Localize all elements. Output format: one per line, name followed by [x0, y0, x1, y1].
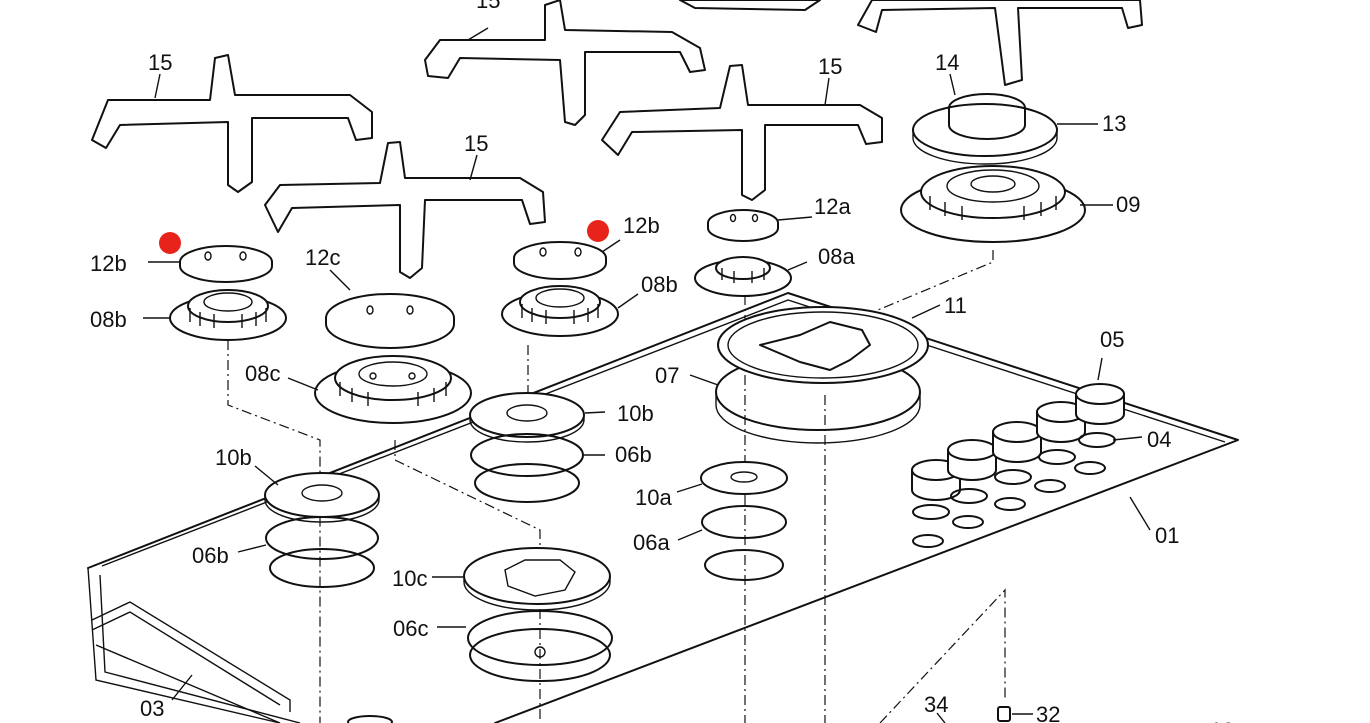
label-03: 03	[140, 696, 164, 721]
knob	[947, 439, 997, 481]
label-12b-center-right: 12b	[623, 213, 660, 238]
label-32: 32	[1036, 702, 1060, 723]
label-12c: 12c	[305, 245, 340, 270]
label-07: 07	[655, 363, 679, 388]
label-08c: 08c	[245, 361, 280, 386]
label-15-left: 15	[148, 50, 172, 75]
screw-32	[997, 706, 1011, 722]
gasket-06b-right	[470, 433, 584, 503]
label-14: 14	[935, 50, 959, 75]
label-08b-center-right: 08b	[641, 272, 678, 297]
part-labels: 15 15 15 15 14 13 09 12a 12b 12b 12c 08a…	[90, 0, 1234, 723]
label-15-center: 15	[464, 131, 488, 156]
label-15-right: 15	[818, 54, 842, 79]
label-06a: 06a	[633, 530, 670, 555]
leader-lines	[143, 27, 1151, 715]
label-06b-left: 06b	[192, 543, 229, 568]
label-10-partial: 10	[1210, 718, 1234, 723]
label-06c: 06c	[393, 616, 428, 641]
burner-08b-center-right	[501, 285, 619, 337]
label-34: 34	[924, 692, 948, 717]
knobs-05	[911, 383, 1125, 501]
cup-10c-center	[463, 547, 611, 611]
highlight-markers	[159, 220, 609, 254]
label-12b-left: 12b	[90, 251, 127, 276]
knob	[992, 421, 1042, 463]
label-10a: 10a	[635, 485, 672, 510]
wok-ring-13	[912, 103, 1058, 165]
label-04: 04	[1147, 427, 1171, 452]
knob	[1075, 383, 1125, 425]
label-15-top-center: 15	[476, 0, 500, 13]
label-12a: 12a	[814, 194, 851, 219]
label-05: 05	[1100, 327, 1124, 352]
cup-10b-right	[469, 392, 585, 443]
cap-12b-center-right	[513, 241, 607, 280]
gasket-06c-center	[467, 610, 613, 682]
label-13: 13	[1102, 111, 1126, 136]
pan-support-left	[91, 54, 373, 193]
cap-12c-center	[325, 293, 455, 349]
pan-support-top-center	[424, 0, 706, 126]
label-08a: 08a	[818, 244, 855, 269]
label-10c: 10c	[392, 566, 427, 591]
label-10b-right: 10b	[617, 401, 654, 426]
wok-plate-11	[715, 306, 929, 444]
burner-08a-small	[694, 256, 792, 297]
cup-10b-left	[264, 472, 380, 523]
cap-12b-left	[179, 245, 273, 283]
wok-burner-09	[900, 165, 1086, 243]
gasket-06b-left	[265, 516, 379, 588]
label-01: 01	[1155, 523, 1179, 548]
pan-support-center	[264, 141, 546, 279]
label-10b-left: 10b	[215, 445, 252, 470]
pan-support-right	[601, 64, 883, 201]
screw-34	[936, 712, 946, 723]
burner-08b-left	[169, 289, 287, 341]
label-08b-left: 08b	[90, 307, 127, 332]
partial-part-bottom	[347, 715, 393, 723]
highlight-marker	[587, 220, 609, 242]
label-09: 09	[1116, 192, 1140, 217]
highlight-marker	[159, 232, 181, 254]
gasket-06a-small	[701, 505, 787, 581]
pan-support-top-right-partial	[679, 0, 1143, 86]
wok-inner-cap-14	[948, 93, 1026, 140]
knob	[1036, 401, 1086, 443]
cap-12a-small	[707, 209, 779, 242]
label-06b-right: 06b	[615, 442, 652, 467]
assembly-axes	[227, 250, 1006, 723]
frame-seal	[91, 601, 291, 723]
label-11: 11	[944, 293, 967, 318]
burner-08c-center	[314, 355, 472, 424]
cup-10a-small	[700, 461, 788, 495]
